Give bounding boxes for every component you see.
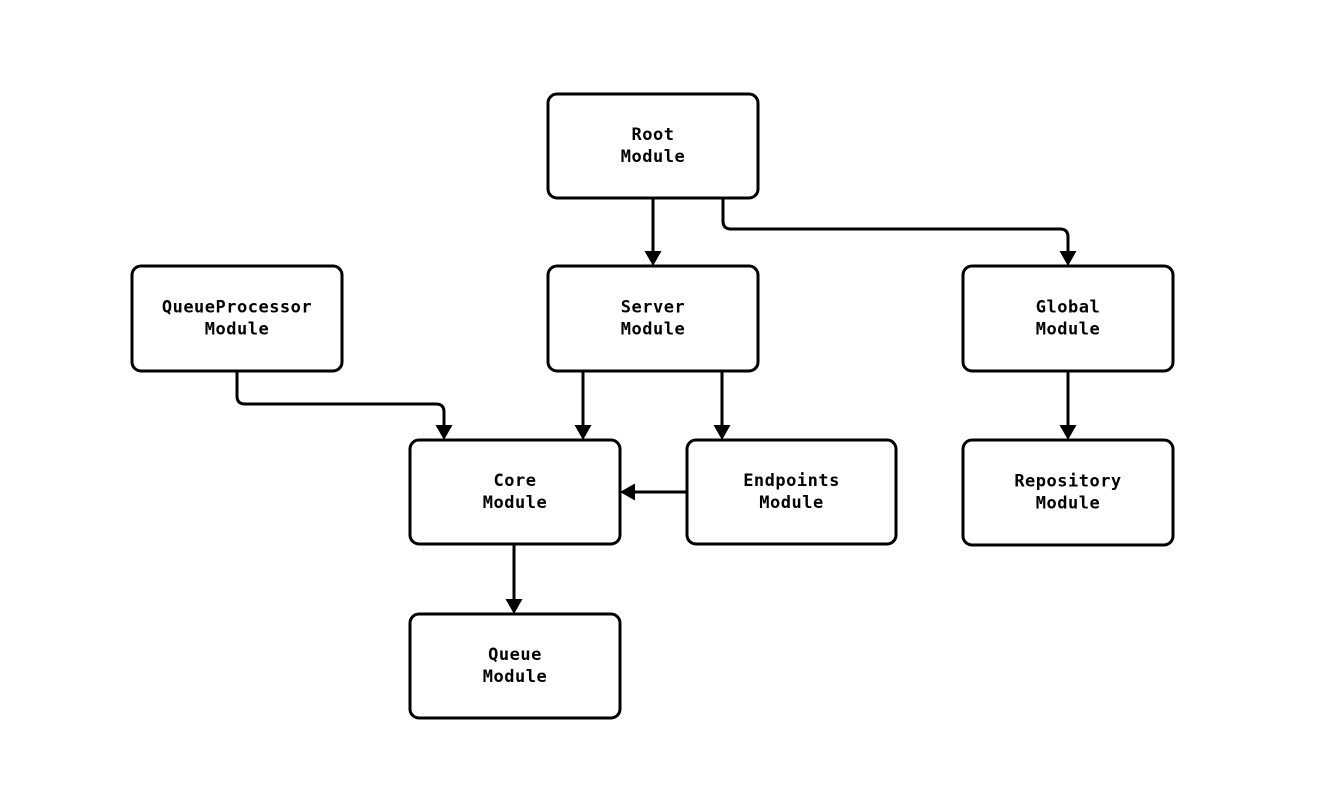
node-label-line1: Global xyxy=(1036,298,1100,318)
edge-endpoints-to-core xyxy=(620,483,687,501)
node-label-line2: Module xyxy=(1036,320,1100,340)
node-label-line2: Module xyxy=(483,493,547,513)
node-label-line1: Root xyxy=(632,125,675,145)
edge-queueprocessor-to-core xyxy=(235,371,453,440)
arrowhead-icon xyxy=(505,599,523,614)
node-label-line2: Module xyxy=(759,493,823,513)
edges-layer xyxy=(235,198,1077,614)
node-box[interactable] xyxy=(130,264,344,373)
edge-global-to-repository xyxy=(1059,371,1077,440)
node-label-line1: Repository xyxy=(1014,472,1121,492)
node-label-line2: Module xyxy=(1036,494,1100,514)
arrowhead-icon xyxy=(574,425,592,440)
node-label-line2: Module xyxy=(621,320,685,340)
edge-root-to-server xyxy=(644,198,662,266)
edge-core-to-queue xyxy=(505,544,523,614)
arrowhead-icon xyxy=(620,483,635,501)
arrowhead-icon xyxy=(1059,425,1077,440)
edge-line xyxy=(235,371,446,432)
edge-server-to-endpoints xyxy=(713,371,731,440)
node-label-line2: Module xyxy=(205,320,269,340)
node-label-line2: Module xyxy=(621,147,685,167)
node-box[interactable] xyxy=(961,264,1175,373)
arrowhead-icon xyxy=(1059,251,1077,266)
arrowhead-icon xyxy=(435,425,453,440)
node-label-line1: Server xyxy=(621,298,685,318)
edge-root-to-global xyxy=(721,198,1077,266)
node-box[interactable] xyxy=(408,612,622,720)
node-label-line1: Queue xyxy=(488,645,542,665)
node-box[interactable] xyxy=(961,438,1175,547)
edge-server-to-core xyxy=(574,371,592,440)
node-label-line1: QueueProcessor xyxy=(162,298,312,318)
node-box[interactable] xyxy=(546,92,760,200)
arrowhead-icon xyxy=(644,251,662,266)
node-label-line2: Module xyxy=(483,667,547,687)
node-box[interactable] xyxy=(546,264,760,373)
node-label-line1: Core xyxy=(494,471,537,491)
edge-line xyxy=(721,198,1070,258)
node-box[interactable] xyxy=(408,438,622,546)
arrowhead-icon xyxy=(713,425,731,440)
node-box[interactable] xyxy=(685,438,898,546)
node-label-line1: Endpoints xyxy=(743,471,840,491)
